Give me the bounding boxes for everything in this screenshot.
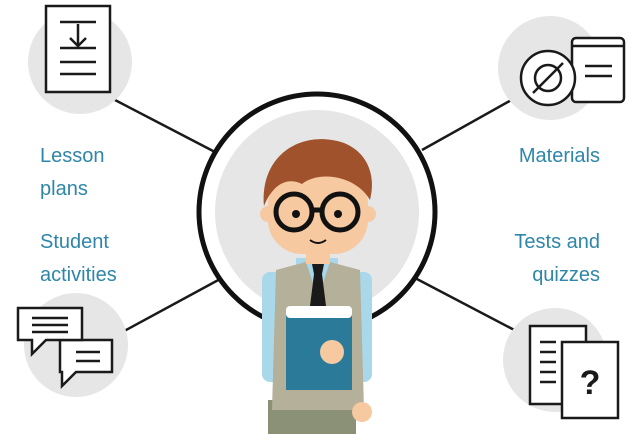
materials-label: Materials [519,140,600,173]
question-mark-glyph: ? [580,364,601,402]
teacher-ear-right [360,206,376,222]
tests-and-quizzes-label: Tests and quizzes [514,226,600,292]
connector-lines [114,96,521,338]
teacher-tie [310,264,326,316]
teacher-hand [320,340,344,364]
lesson-plans-label-line-2: plans [40,178,88,200]
teacher-glasses [273,191,361,233]
tests-icon-group: ? [503,308,620,420]
tests-and-quizzes-label-line-2: quizzes [532,264,600,286]
disc-and-book-icon [519,36,626,107]
lesson-plans-icon-group [28,4,132,114]
teacher-ear-left [260,206,276,222]
chat-bubbles-icon [16,306,114,390]
teacher-figure [260,139,376,434]
student-activities-label-line-2: activities [40,264,117,286]
teacher-hand-lower [352,402,372,422]
lesson-plans-label: Lesson plans [40,140,105,206]
teacher-eye-left [292,210,300,218]
connector-lesson-plans [114,98,216,154]
connector-tests [414,276,521,335]
tests-and-quizzes-label-line-1: Tests and [514,231,600,253]
documents-question-icon [528,324,620,420]
document-download-icon [44,4,112,94]
student-activities-label: Student activities [40,226,117,292]
student-activities-icon-group [16,293,128,397]
lesson-plans-label-line-1: Lesson [40,145,105,167]
materials-label-line-1: Materials [518,145,600,167]
connector-student-activities [114,276,223,338]
connector-materials [421,96,516,152]
teacher-eye-right [334,210,342,218]
teacher-hair [263,139,373,206]
teacher-mouth [309,239,327,244]
materials-icon-group [498,16,626,120]
student-activities-label-line-1: Student [40,231,109,253]
